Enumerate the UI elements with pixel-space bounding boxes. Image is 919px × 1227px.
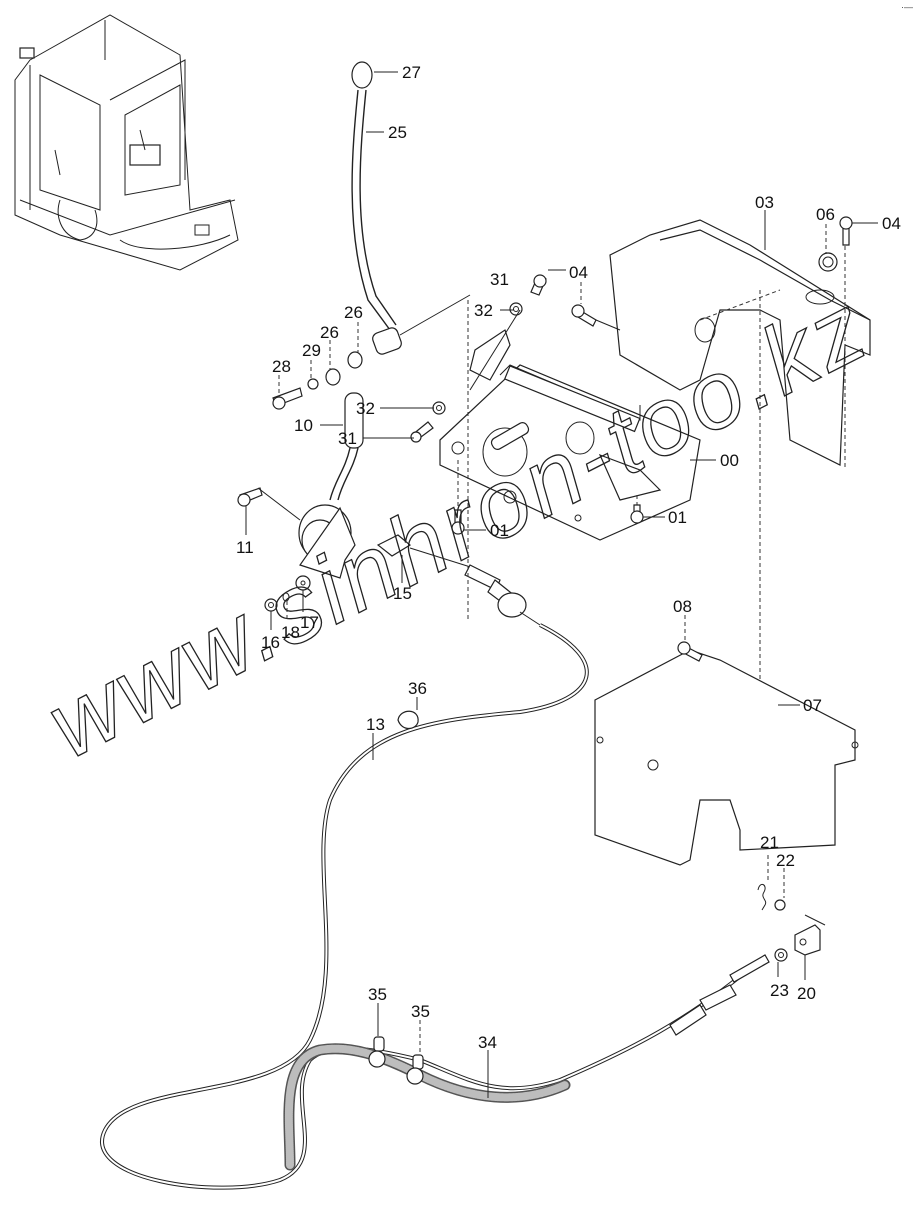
snap-pin-21 [757,883,767,911]
lever-pivot-tube [372,327,402,355]
clamps [368,710,424,1085]
clamp-36 [397,710,419,730]
callout-29: 29 [302,341,321,360]
bushing-stack [272,351,363,410]
excavator-cab-inset [14,14,239,271]
callout-18: 18 [281,623,300,642]
bushing-26a [347,351,363,369]
lever-knob [351,61,373,89]
pin-bracket-20 [794,924,821,956]
lever-grip [344,392,364,449]
cable-head [497,592,527,618]
control-lever-housing [237,392,364,579]
bolts-01 [451,460,644,535]
rod-end-15 [376,534,412,557]
bushing-26b [325,368,341,386]
callout-16: 16 [261,633,280,652]
callout-35b: 35 [411,1002,430,1021]
switch-bracket [469,329,511,381]
callout-13: 13 [366,715,385,734]
callout-35a: 35 [368,985,387,1004]
washer-29 [307,378,319,390]
callout-31a: 31 [490,270,509,289]
main-bracket-00 [439,329,701,541]
seat-console [129,144,161,166]
callout-08: 08 [673,597,692,616]
washer-22 [774,899,786,911]
callout-00: 00 [720,451,739,470]
callout-28: 28 [272,357,291,376]
callout-03: 03 [755,193,774,212]
callout-26b: 26 [320,323,339,342]
callout-27: 27 [402,63,421,82]
lever-rod-assembly [351,61,471,355]
bolt-nut-pairs [410,274,547,620]
callout-17: 17 [300,613,319,632]
clamp-35b [412,1054,424,1070]
callout-23: 23 [770,981,789,1000]
mirror-shape [19,47,35,59]
cover-07 [594,641,859,866]
callout-01a: 01 [490,521,509,540]
callout-11: 11 [236,538,254,557]
callout-31b: 31 [338,429,357,448]
callout-34: 34 [478,1033,497,1052]
callout-10: 10 [294,416,313,435]
cover-03 [571,216,871,700]
spring-washer-18 [282,592,290,602]
callout-26a: 26 [344,303,363,322]
callout-22: 22 [776,851,795,870]
leader-lines [245,71,878,1098]
callout-15: 15 [393,584,412,603]
callout-20: 20 [797,984,816,1003]
corner-mark: ·— [901,2,913,12]
control-cable-13 [100,623,762,1190]
cable-end-right [669,855,826,1036]
callout-25: 25 [388,123,407,142]
grommet-06 [818,252,838,272]
callout-32a: 32 [474,301,493,320]
washer-group [264,575,311,612]
clamp-35a [373,1036,385,1052]
callout-06: 06 [816,205,835,224]
callout-01b: 01 [668,508,687,527]
callout-32b: 32 [356,399,375,418]
callout-labels: 27 25 26 26 29 28 10 31 32 32 31 04 03 0… [236,63,901,1052]
callout-04b: 04 [882,214,901,233]
callout-21: 21 [760,833,779,852]
protective-hose-34 [283,1043,571,1171]
callout-36: 36 [408,679,427,698]
nut-23 [774,948,788,962]
callout-07: 07 [803,696,822,715]
callout-04a: 04 [569,263,588,282]
